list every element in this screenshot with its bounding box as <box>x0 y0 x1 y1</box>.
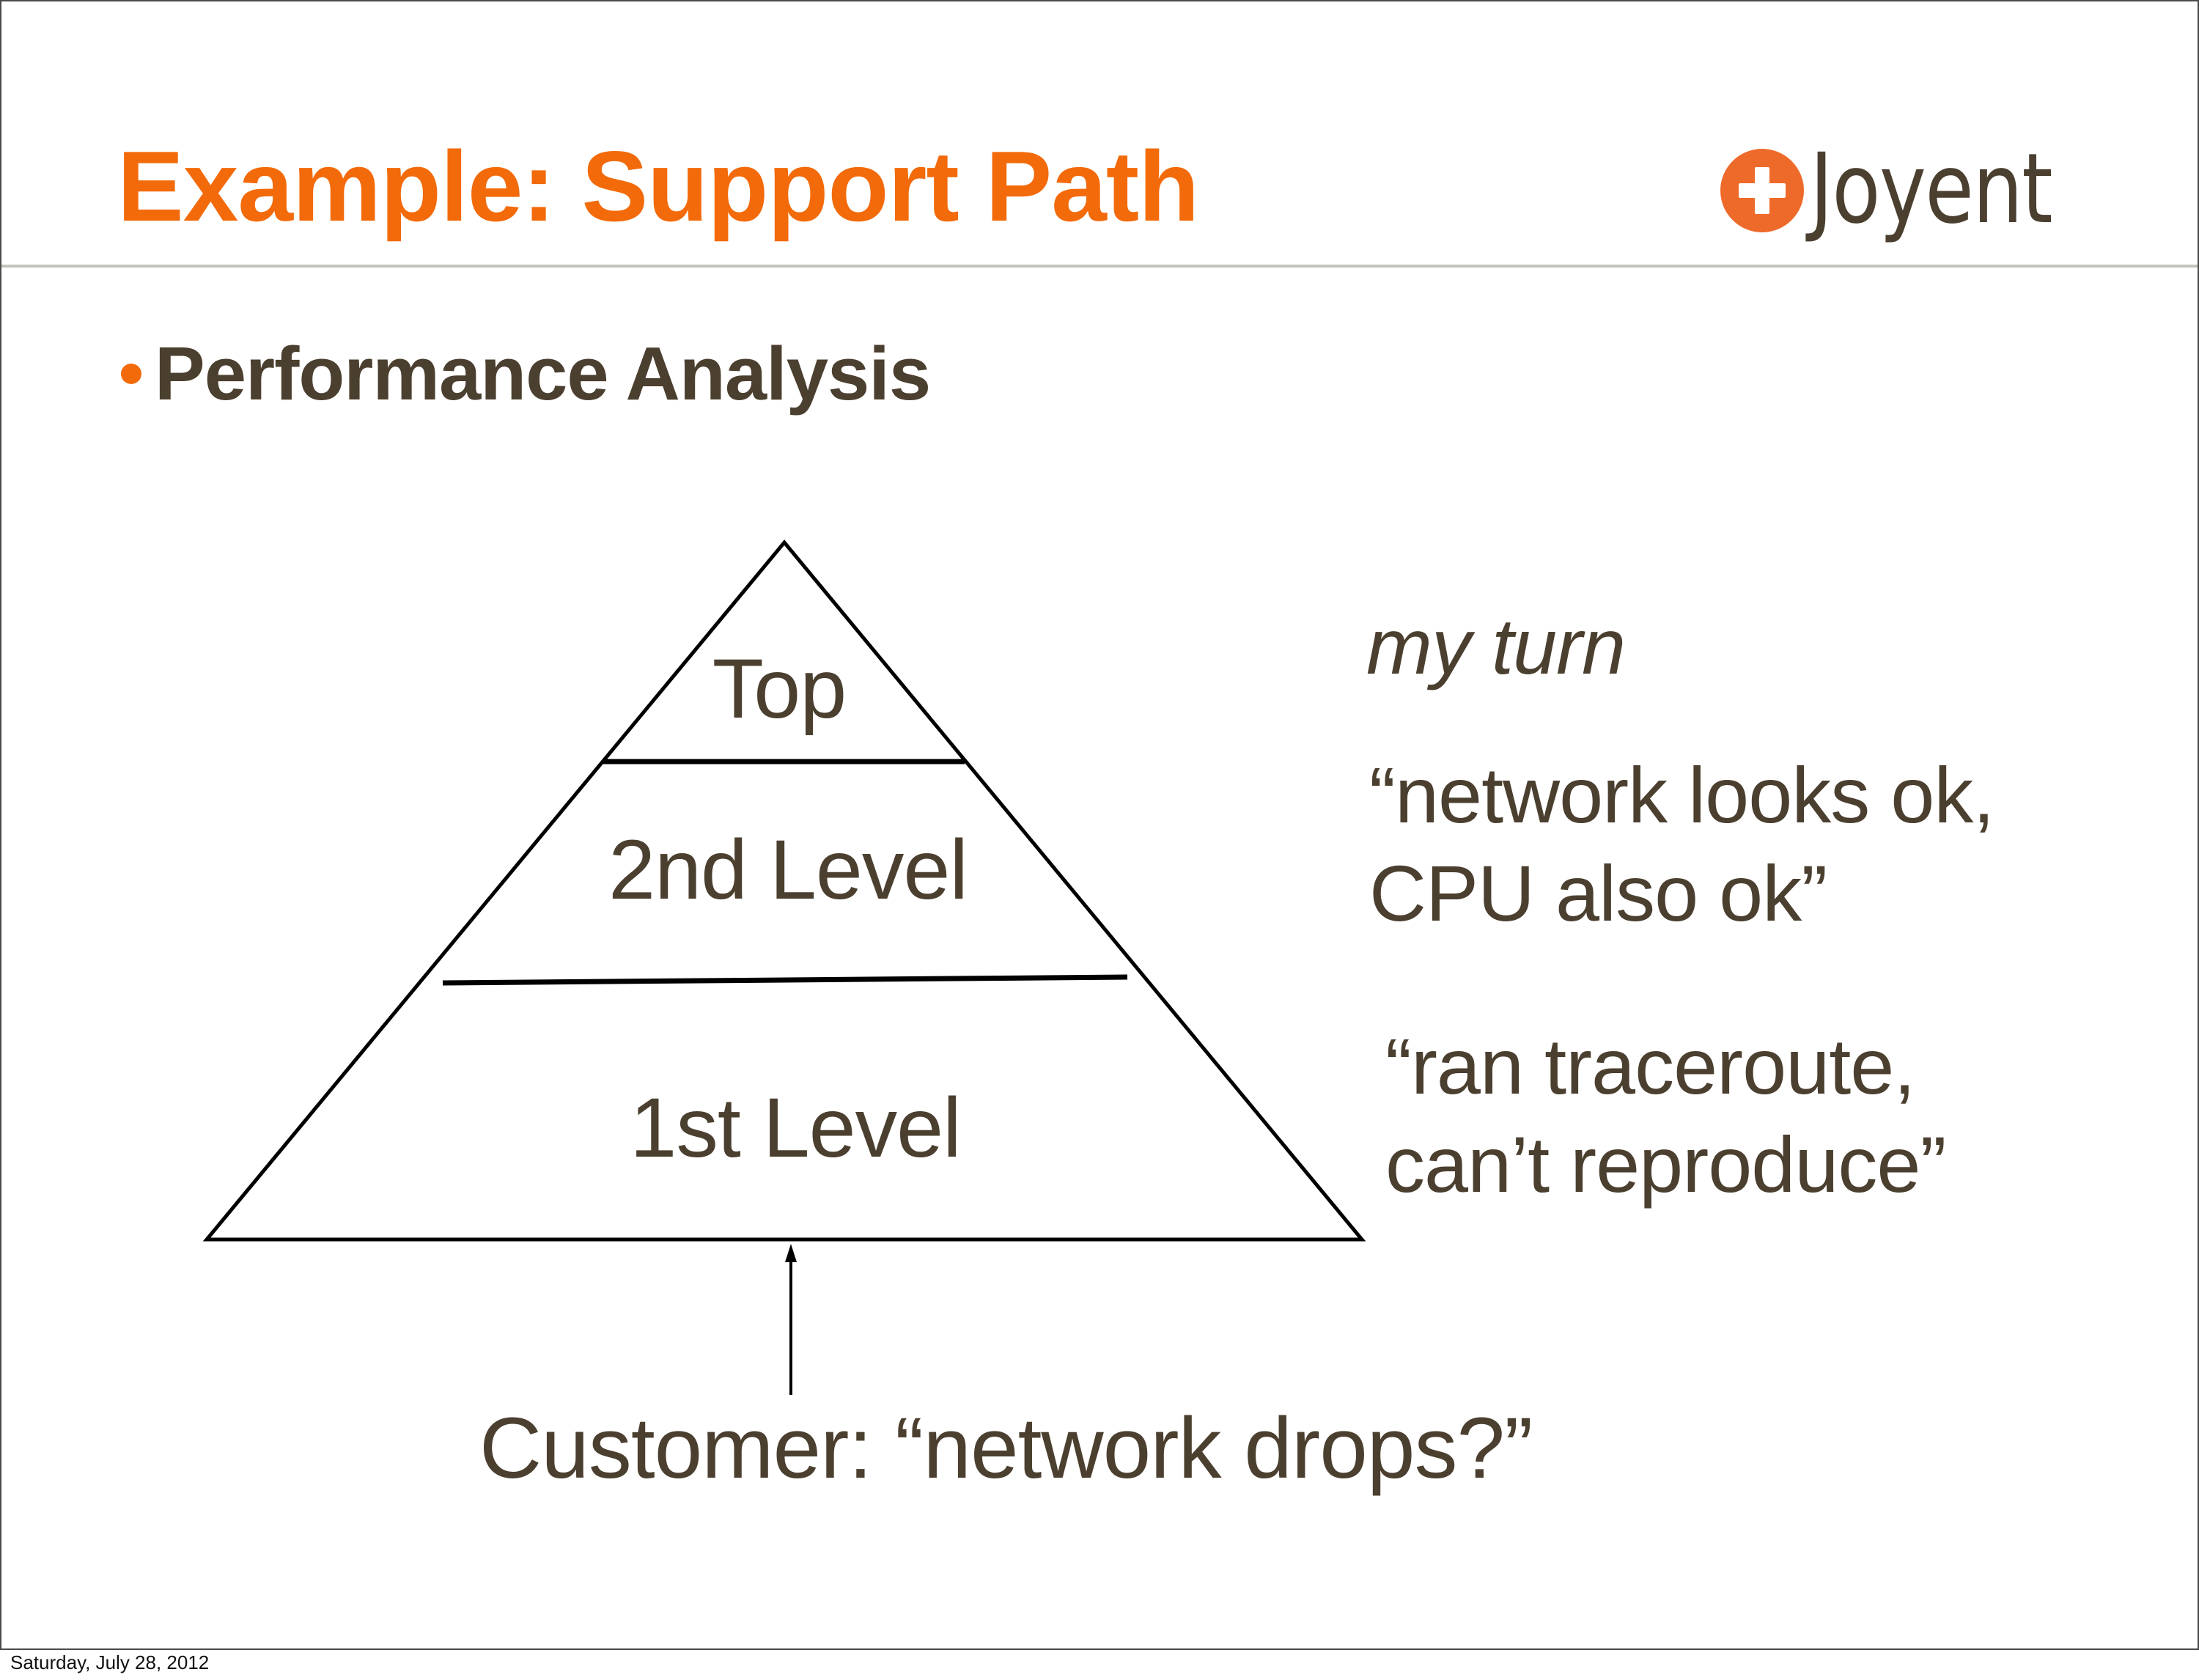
header-divider <box>1 265 2198 268</box>
annotation-2nd-line1: “network looks ok, <box>1369 751 1994 839</box>
annotation-2nd-line2: CPU also ok” <box>1369 849 1827 937</box>
joyent-logo: Joyent <box>1720 139 2102 264</box>
arrow-up-icon <box>785 1244 797 1262</box>
pyramid-level-1st: 1st Level <box>630 1081 961 1175</box>
annotation-1st-line2: can’t reproduce” <box>1385 1120 1946 1209</box>
annotation-top: my turn <box>1366 602 1626 690</box>
pyramid-level-top: Top <box>712 642 847 736</box>
slide-title: Example: Support Path <box>117 130 1199 242</box>
bullet-dot-icon <box>121 364 141 384</box>
footer-date: Saturday, July 28, 2012 <box>10 1651 210 1673</box>
bullet-text: Performance Analysis <box>155 331 931 416</box>
pyramid-divider-middle <box>442 974 1128 986</box>
pyramid-level-2nd: 2nd Level <box>608 823 968 917</box>
customer-label: Customer: “network drops?” <box>479 1400 1533 1497</box>
annotation-1st-line1: “ran traceroute, <box>1385 1022 1915 1110</box>
plus-circle-icon <box>1720 149 1804 232</box>
logo-wordmark: Joyent <box>1810 133 2053 246</box>
pyramid-outline <box>202 539 1366 1242</box>
